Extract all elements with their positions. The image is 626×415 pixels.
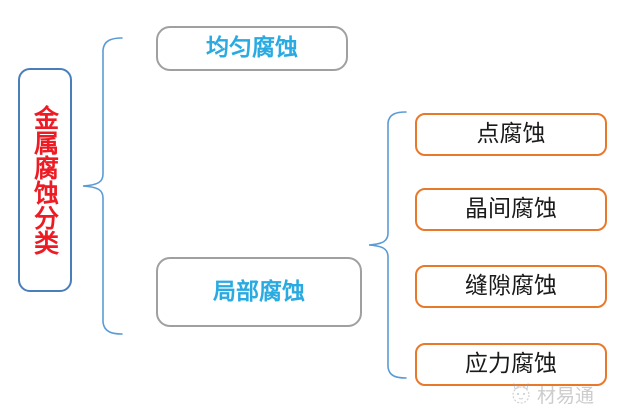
branch-node-uniform-corrosion: 均匀腐蚀: [156, 26, 348, 71]
branch-node-localized-corrosion: 局部腐蚀: [156, 257, 362, 327]
leaf-node-stress-corrosion: 应力腐蚀: [415, 343, 607, 386]
connector-brace-localized-to-types: [368, 111, 407, 379]
leaf-node-pitting-corrosion: 点腐蚀: [415, 113, 607, 156]
cat-face-logo-icon: [512, 383, 530, 404]
watermark: 材易通: [508, 379, 624, 409]
leaf-node-crevice-corrosion-label: 缝隙腐蚀: [465, 273, 557, 300]
leaf-node-crevice-corrosion: 缝隙腐蚀: [415, 265, 607, 308]
leaf-node-intergranular-corrosion-label: 晶间腐蚀: [465, 196, 557, 223]
branch-node-localized-corrosion-label: 局部腐蚀: [213, 277, 305, 305]
leaf-node-pitting-corrosion-label: 点腐蚀: [476, 121, 546, 148]
watermark-text: 材易通: [537, 384, 595, 407]
leaf-node-intergranular-corrosion: 晶间腐蚀: [415, 188, 607, 231]
root-node-label: 金属腐蚀分类: [30, 105, 60, 255]
root-node-metal-corrosion-classification: 金属腐蚀分类: [18, 68, 72, 292]
branch-node-uniform-corrosion-label: 均匀腐蚀: [206, 34, 298, 62]
connector-brace-root-to-branches: [82, 37, 123, 335]
leaf-node-stress-corrosion-label: 应力腐蚀: [465, 351, 557, 378]
